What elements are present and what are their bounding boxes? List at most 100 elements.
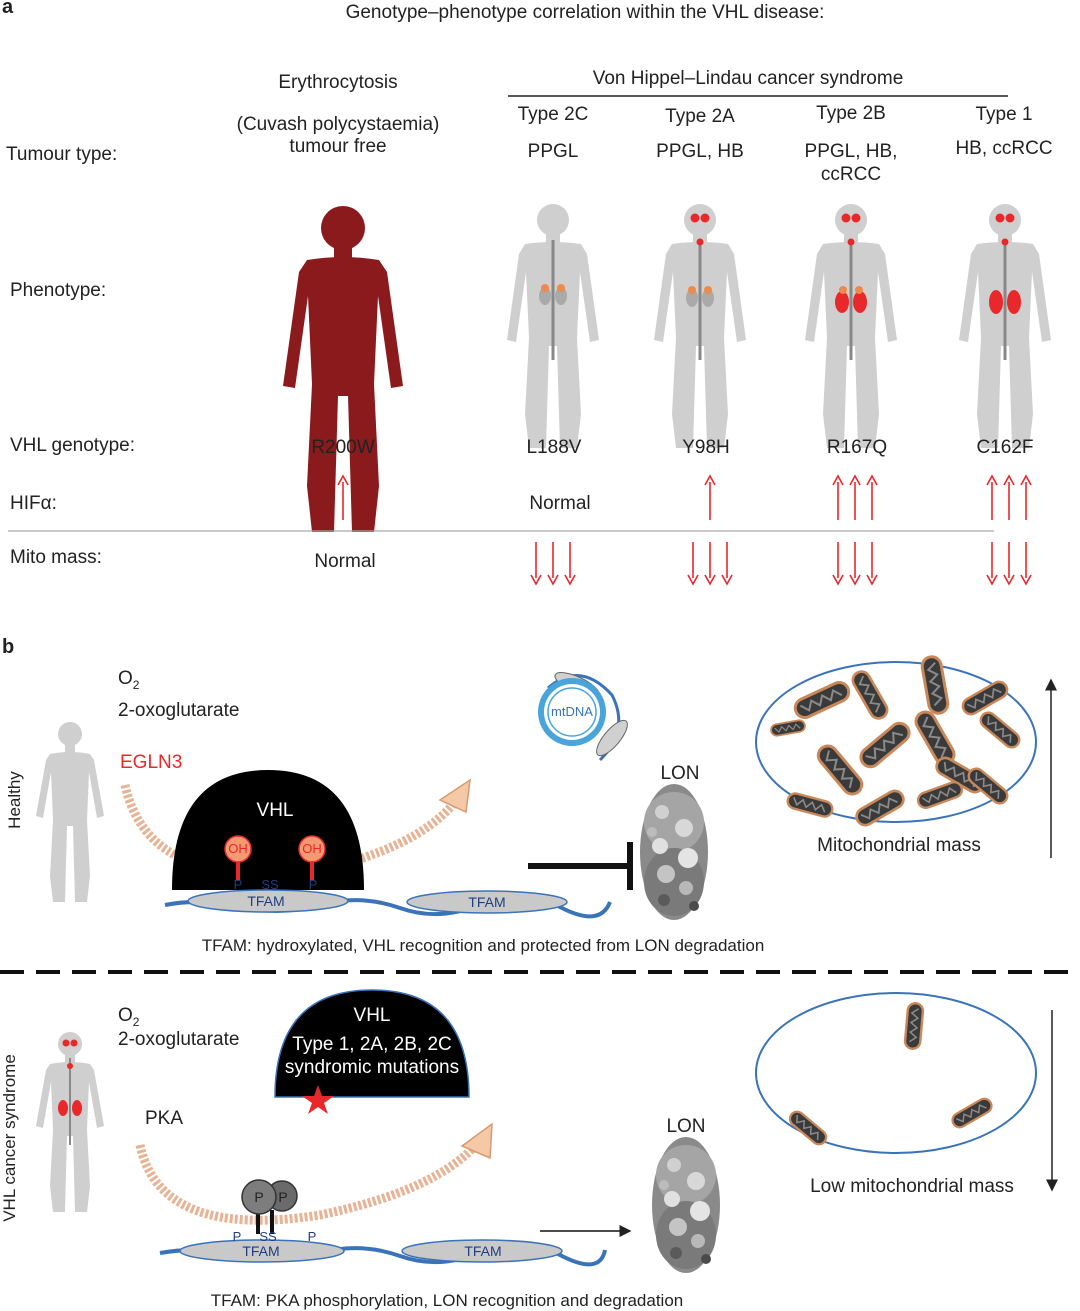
ss-site-cancer: SS xyxy=(259,1229,277,1244)
mito-down-arrow-head-4-1 xyxy=(1003,574,1015,586)
mito-caption-healthy: Mitochondrial mass xyxy=(817,835,981,856)
oh-label-left: OH xyxy=(228,841,248,856)
healthy-caption: TFAM: hydroxylated, VHL recognition and … xyxy=(201,936,765,955)
type-2b-tumour: PPGL, HB, xyxy=(804,141,898,162)
vhl-dome-healthy xyxy=(172,770,364,890)
type-1-figure xyxy=(959,204,1051,448)
lon-label-cancer: LON xyxy=(666,1116,706,1137)
healthy-side-label: Healthy xyxy=(5,771,24,829)
cancer-person-figure xyxy=(36,1032,104,1212)
hif-up-arrow-head-3-1 xyxy=(849,474,861,486)
mito-down-arrow-head-1-1 xyxy=(547,574,559,586)
mito-down-arrow-head-3-2 xyxy=(866,574,878,586)
lon-protease-cancer xyxy=(652,1137,720,1273)
erythrocytosis-genotype: R200W xyxy=(311,437,375,458)
cancer-side-label: VHL cancer syndrome xyxy=(0,1054,19,1222)
cancer-caption: TFAM: PKA phosphorylation, LON recogniti… xyxy=(210,1291,684,1310)
mito-down-arrow-head-1-2 xyxy=(564,574,576,586)
erythrocytosis-subtitle-1: (Cuvash polycystaemia) xyxy=(236,114,440,135)
egln3-arc-head xyxy=(438,778,471,814)
type-2a-tumour: PPGL, HB xyxy=(656,141,744,162)
type-2c-label: Type 2C xyxy=(517,104,589,125)
type-2c-hif-normal: Normal xyxy=(529,493,591,514)
genotype-row-label: VHL genotype: xyxy=(10,435,135,456)
erythrocytosis-subtitle-2: tumour free xyxy=(289,136,387,157)
hif-arrows xyxy=(337,474,1032,520)
tumour-type-row-label: Tumour type: xyxy=(6,144,118,165)
vhl-dome-cancer xyxy=(274,989,470,1098)
type-2b-figure xyxy=(805,204,897,448)
pka-arc-head xyxy=(460,1122,493,1160)
tfam-label-4: TFAM xyxy=(464,1243,502,1259)
mtdna-complex xyxy=(538,672,628,762)
hif-up-arrow-head-2-0 xyxy=(704,474,716,486)
cancer-o2-label: O2 xyxy=(118,1005,140,1029)
type-2c-genotype: L188V xyxy=(526,437,582,458)
mito-down-arrow-head-3-0 xyxy=(832,574,844,586)
tfam-label-1: TFAM xyxy=(247,893,285,909)
type-2c-figure xyxy=(507,204,599,448)
type-2a-label: Type 2A xyxy=(665,106,735,127)
p-circle-label-left: P xyxy=(254,1189,264,1205)
p-site-left: P xyxy=(233,877,243,892)
type-2b-genotype: R167Q xyxy=(826,437,888,458)
hif-up-arrow-head-4-2 xyxy=(1020,474,1032,486)
panel-b-letter: b xyxy=(2,636,15,658)
type-2c-tumour: PPGL xyxy=(527,141,579,162)
vhl-label-cancer: VHL xyxy=(353,1005,391,1026)
panel-a-title: Genotype–phenotype correlation within th… xyxy=(345,2,825,23)
healthy-person-figure xyxy=(36,722,104,902)
mito-down-arrow-head-2-0 xyxy=(687,574,699,586)
hif-up-arrow-head-4-0 xyxy=(986,474,998,486)
panel-a-letter: a xyxy=(2,0,14,18)
mito-down-arrow-head-2-1 xyxy=(704,574,716,586)
p-circle-left xyxy=(241,1179,277,1215)
mito-arrows xyxy=(530,542,1032,586)
oh-circle-left xyxy=(224,835,252,863)
tfam-label-3: TFAM xyxy=(242,1243,280,1259)
oh-label-right: OH xyxy=(302,841,322,856)
tfam-protein-3 xyxy=(179,1239,345,1263)
p-circle-label-right: P xyxy=(278,1189,288,1205)
type-1-genotype: C162F xyxy=(976,437,1034,458)
hif-up-arrow-head-0-0 xyxy=(337,474,349,486)
pka-label: PKA xyxy=(145,1108,184,1129)
p-site-left-cancer: P xyxy=(232,1229,242,1244)
mito-down-arrow-head-3-1 xyxy=(849,574,861,586)
pka-phosphorylation-arc xyxy=(135,1137,484,1225)
erythrocytosis-title: Erythrocytosis xyxy=(278,72,398,93)
oh-circle-right xyxy=(298,835,326,863)
phenotype-row-label: Phenotype: xyxy=(10,280,107,301)
tfam-protein-2 xyxy=(406,890,568,914)
cancer-oxoglutarate-label: 2-oxoglutarate xyxy=(118,1029,240,1050)
egln3-label: EGLN3 xyxy=(120,752,183,773)
tfam-protein-1 xyxy=(187,889,349,913)
p-site-right: P xyxy=(308,877,318,892)
vhl-mutation-note: syndromic mutations xyxy=(284,1057,460,1078)
healthy-o2-label: O2 xyxy=(118,668,140,692)
lon-protease-healthy xyxy=(640,784,708,920)
p-site-right-cancer: P xyxy=(307,1229,317,1244)
mito-caption-cancer: Low mitochondrial mass xyxy=(810,1176,1014,1197)
type-2a-figure xyxy=(654,204,746,448)
lon-label-healthy: LON xyxy=(660,763,700,784)
vhl-mutation-types: Type 1, 2A, 2B, 2C xyxy=(292,1034,452,1055)
type-1-label: Type 1 xyxy=(975,104,1033,125)
mito-down-arrow-head-4-0 xyxy=(986,574,998,586)
tfam-label-2: TFAM xyxy=(468,894,506,910)
mtdna-label: mtDNA xyxy=(551,704,593,719)
hif-up-arrow-head-4-1 xyxy=(1003,474,1015,486)
type-2b-label: Type 2B xyxy=(816,103,886,124)
mito-down-arrow-head-1-0 xyxy=(530,574,542,586)
erythrocytosis-mito-normal: Normal xyxy=(314,551,376,572)
healthy-oxoglutarate-label: 2-oxoglutarate xyxy=(118,700,240,721)
type-1-tumour: HB, ccRCC xyxy=(955,138,1053,159)
type-2b-tumour-2: ccRCC xyxy=(820,164,882,185)
type-2a-genotype: Y98H xyxy=(682,437,730,458)
tfam-protein-4 xyxy=(401,1239,563,1263)
hif-row-label: HIFα: xyxy=(10,493,57,514)
mito-down-arrow-head-2-2 xyxy=(721,574,733,586)
syndrome-title: Von Hippel–Lindau cancer syndrome xyxy=(592,68,904,89)
hif-up-arrow-head-3-0 xyxy=(832,474,844,486)
